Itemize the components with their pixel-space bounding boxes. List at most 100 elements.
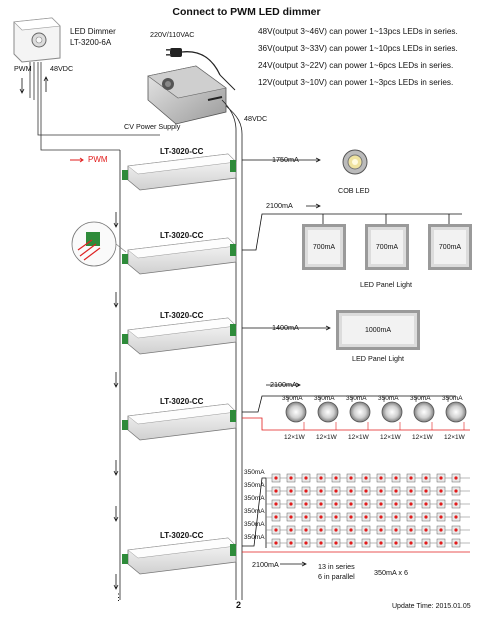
matrix-row-current-6: 350mA <box>244 534 265 541</box>
matrix-led-marker <box>379 541 383 545</box>
driver-1 <box>127 153 237 191</box>
matrix-led-marker <box>439 476 443 480</box>
matrix-led-marker <box>289 476 293 480</box>
downlight-group <box>285 396 467 430</box>
downlight-current-2: 350mA <box>314 395 335 402</box>
panel-light-large: 1000mA <box>336 310 420 350</box>
matrix-led-marker <box>364 502 368 506</box>
page-title: Connect to PWM LED dimmer <box>172 6 321 18</box>
dimmer-pwm-label: PWM <box>14 64 32 73</box>
downlight-5 <box>413 401 435 423</box>
matrix-led-marker <box>274 541 278 545</box>
matrix-led-marker <box>349 502 353 506</box>
matrix-led-marker <box>304 515 308 519</box>
led-matrix <box>266 473 470 548</box>
matrix-led-marker <box>289 541 293 545</box>
driver-4-label: LT-3020-CC <box>160 397 204 406</box>
matrix-led-marker <box>379 489 383 493</box>
current-driver-3: 1400mA <box>272 323 299 332</box>
matrix-led-marker <box>349 476 353 480</box>
spec-line-48v: 48V(output 3~46V) can power 1~13pcs LEDs… <box>258 27 458 36</box>
pwm-signal-label: PWM <box>88 155 108 164</box>
matrix-led-marker <box>319 528 323 532</box>
matrix-led-marker <box>364 541 368 545</box>
dimmer-label-line2: LT-3200-6A <box>70 38 112 47</box>
matrix-led-marker <box>274 528 278 532</box>
current-driver-1: 1750mA <box>272 155 299 164</box>
matrix-led-marker <box>304 502 308 506</box>
matrix-note-series: 13 in series <box>318 562 355 571</box>
dimmer-vdc-label: 48VDC <box>50 64 74 73</box>
matrix-led-marker <box>454 541 458 545</box>
matrix-led-marker <box>379 515 383 519</box>
downlight-current-3: 350mA <box>346 395 367 402</box>
panel-group-label: LED Panel Light <box>360 280 412 289</box>
matrix-led-marker <box>454 476 458 480</box>
matrix-led-marker <box>409 515 413 519</box>
matrix-led-marker <box>319 476 323 480</box>
driver-1-label: LT-3020-CC <box>160 147 204 156</box>
downlight-1 <box>285 401 307 423</box>
matrix-led-marker <box>394 515 398 519</box>
matrix-led-marker <box>439 541 443 545</box>
driver-5-label: LT-3020-CC <box>160 531 204 540</box>
dc-output-label: 48VDC <box>244 114 268 123</box>
matrix-led-marker <box>454 528 458 532</box>
downlight-2 <box>317 401 339 423</box>
downlight-spec-3: 12×1W <box>348 434 369 441</box>
matrix-led-marker <box>424 502 428 506</box>
matrix-led-marker <box>274 502 278 506</box>
matrix-led-marker <box>379 528 383 532</box>
update-time: Update Time: 2015.01.05 <box>392 603 471 610</box>
downlight-spec-6: 12×1W <box>444 434 465 441</box>
matrix-led-marker <box>319 541 323 545</box>
matrix-led-marker <box>349 489 353 493</box>
panel-light-2: 700mA <box>365 224 409 270</box>
matrix-led-marker <box>424 476 428 480</box>
matrix-bottom-current: 2100mA <box>252 560 279 569</box>
driver-2 <box>127 237 237 275</box>
matrix-row-current-1: 350mA <box>244 469 265 476</box>
matrix-led-marker <box>274 489 278 493</box>
downlight-current-5: 350mA <box>410 395 431 402</box>
matrix-led-marker <box>394 528 398 532</box>
matrix-led-marker <box>439 489 443 493</box>
matrix-led-marker <box>364 489 368 493</box>
matrix-led-marker <box>364 476 368 480</box>
matrix-led-marker <box>349 528 353 532</box>
matrix-led-marker <box>304 489 308 493</box>
driver-4 <box>127 403 237 441</box>
terminal-detail-zoom <box>71 221 127 267</box>
driver-2-label: LT-3020-CC <box>160 231 204 240</box>
downlight-spec-1: 12×1W <box>284 434 305 441</box>
matrix-led-marker <box>289 489 293 493</box>
driver-3 <box>127 317 237 355</box>
matrix-led-marker <box>319 502 323 506</box>
matrix-led-marker <box>304 541 308 545</box>
downlight-current-6: 350mA <box>442 395 463 402</box>
matrix-led-marker <box>424 528 428 532</box>
matrix-led-marker <box>409 489 413 493</box>
matrix-led-marker <box>394 502 398 506</box>
matrix-led-marker <box>454 502 458 506</box>
matrix-led-marker <box>409 528 413 532</box>
matrix-led-marker <box>274 476 278 480</box>
cob-led-label: COB LED <box>338 186 370 195</box>
matrix-led-marker <box>439 515 443 519</box>
cv-power-supply <box>147 65 227 125</box>
spec-line-12v: 12V(output 3~10V) can power 1~3pcs LEDs … <box>258 78 454 87</box>
downlight-3 <box>349 401 371 423</box>
downlight-6 <box>445 401 467 423</box>
ac-input-label: 220V/110VAC <box>150 30 195 39</box>
led-dimmer-device <box>13 17 61 63</box>
matrix-led-marker <box>334 489 338 493</box>
matrix-led-marker <box>304 476 308 480</box>
downlight-spec-4: 12×1W <box>380 434 401 441</box>
matrix-note-current: 350mA x 6 <box>374 568 408 577</box>
matrix-led-marker <box>364 528 368 532</box>
current-driver-2: 2100mA <box>266 201 293 210</box>
downlight-spec-5: 12×1W <box>412 434 433 441</box>
matrix-led-marker <box>274 515 278 519</box>
matrix-led-marker <box>289 515 293 519</box>
